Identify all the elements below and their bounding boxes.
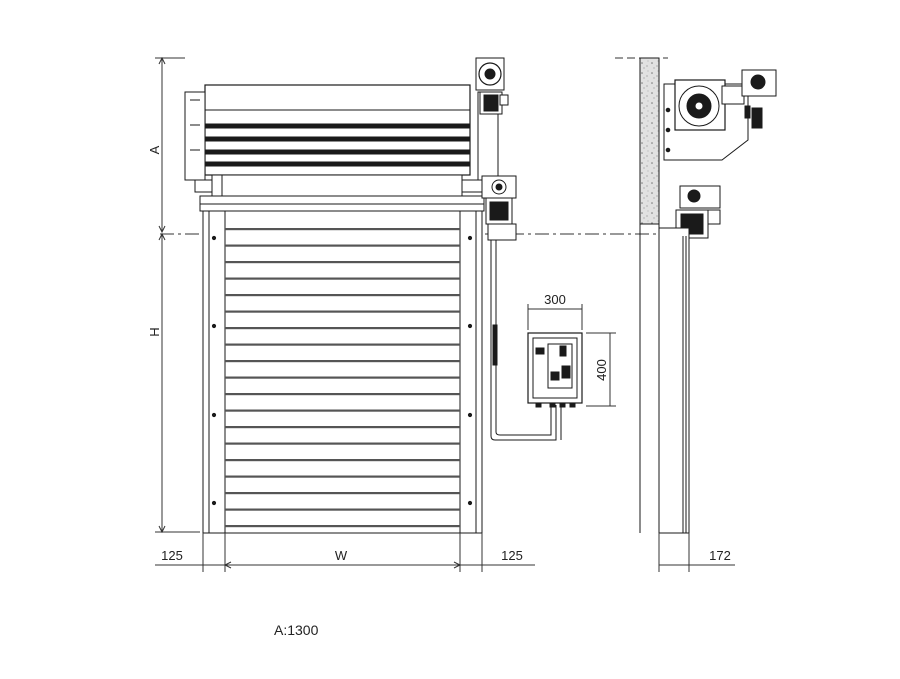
roll-box bbox=[184, 84, 499, 181]
dim-depth bbox=[658, 533, 735, 572]
dim-box-height bbox=[586, 332, 616, 407]
wall-section bbox=[639, 57, 660, 533]
side-guide-rail bbox=[658, 227, 690, 534]
curtain-slat bbox=[225, 327, 460, 330]
curtain-slat bbox=[225, 376, 460, 379]
curtain-slat bbox=[225, 310, 460, 313]
curtain-slat bbox=[225, 294, 460, 297]
drive-motor-icon bbox=[481, 175, 517, 241]
curtain-slat bbox=[225, 508, 460, 511]
curtain-slat bbox=[225, 426, 460, 429]
dim-left-side-label: 125 bbox=[161, 548, 183, 563]
note-a-value: A:1300 bbox=[274, 622, 319, 638]
dim-a bbox=[155, 56, 185, 234]
curtain-slat bbox=[225, 442, 460, 445]
dim-bottom-chain bbox=[155, 533, 535, 572]
curtain-slat bbox=[225, 261, 460, 264]
curtain-slat bbox=[225, 475, 460, 478]
dim-depth-label: 172 bbox=[709, 548, 731, 563]
cable bbox=[490, 240, 562, 441]
dim-a-label: A bbox=[147, 145, 162, 154]
curtain-slat bbox=[225, 393, 460, 396]
curtain-slat bbox=[225, 360, 460, 363]
dim-w-label: W bbox=[335, 548, 348, 563]
curtain-slat bbox=[225, 409, 460, 412]
curtain-slats bbox=[224, 210, 461, 534]
curtain-panel bbox=[224, 210, 461, 534]
right-guide-rail bbox=[459, 210, 483, 534]
side-motor-top-icon bbox=[663, 69, 777, 161]
curtain-slat bbox=[225, 459, 460, 462]
curtain-slat bbox=[225, 525, 460, 528]
dim-box-height-label: 400 bbox=[594, 359, 609, 381]
shaft-bar bbox=[194, 174, 485, 212]
dim-box-width bbox=[527, 304, 583, 330]
dim-right-side-label: 125 bbox=[501, 548, 523, 563]
curtain-slat bbox=[225, 277, 460, 280]
top-motor-icon bbox=[475, 57, 509, 115]
dim-box-width-label: 300 bbox=[544, 292, 566, 307]
curtain-slat bbox=[225, 343, 460, 346]
curtain-slat bbox=[225, 244, 460, 247]
curtain-slat bbox=[225, 492, 460, 495]
dim-h bbox=[155, 232, 200, 534]
left-guide-rail bbox=[202, 210, 226, 534]
curtain-slat bbox=[225, 228, 460, 231]
control-box bbox=[527, 332, 583, 408]
dim-h-label: H bbox=[147, 327, 162, 336]
